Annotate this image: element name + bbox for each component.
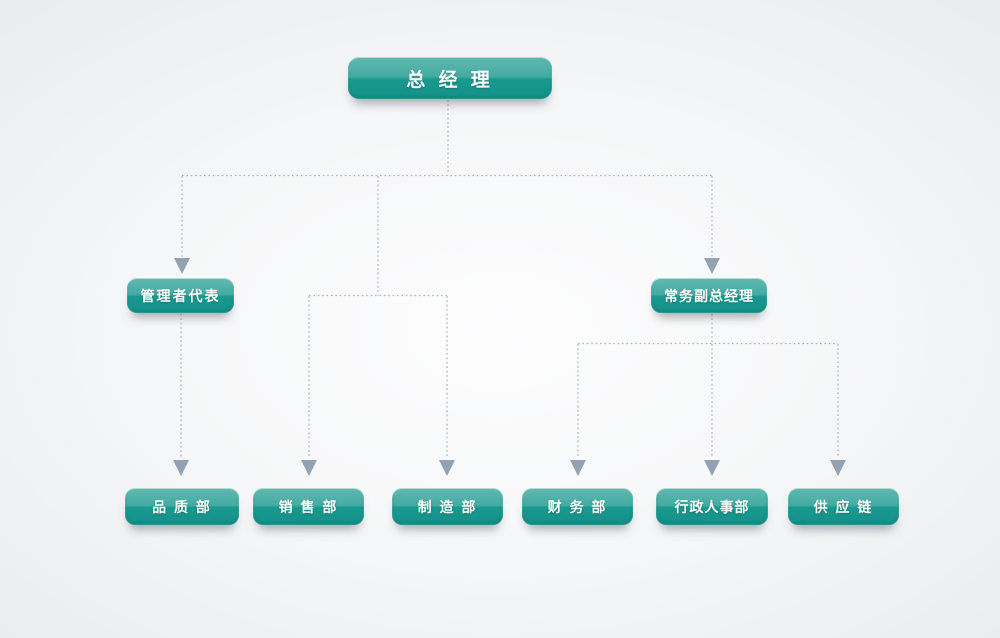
node-general-manager: 总 经 理 <box>348 57 552 99</box>
node-management-representative: 管理者代表 <box>127 278 234 313</box>
arrow-down-icon <box>830 460 846 476</box>
node-finance-dept: 财 务 部 <box>522 488 633 525</box>
arrow-down-icon <box>301 460 317 476</box>
node-sales-dept: 销 售 部 <box>253 488 364 525</box>
node-supply-chain: 供 应 链 <box>788 488 899 525</box>
arrow-down-icon <box>174 258 190 274</box>
node-executive-deputy-gm: 常务副总经理 <box>651 278 767 313</box>
arrow-down-icon <box>704 258 720 274</box>
node-manufacturing-dept: 制 造 部 <box>392 488 503 525</box>
arrow-down-icon <box>704 460 720 476</box>
arrow-down-icon <box>570 460 586 476</box>
node-admin-hr-dept: 行政人事部 <box>656 488 768 525</box>
node-quality-dept: 品 质 部 <box>125 488 239 525</box>
arrow-down-icon <box>439 460 455 476</box>
arrow-down-icon <box>173 460 189 476</box>
